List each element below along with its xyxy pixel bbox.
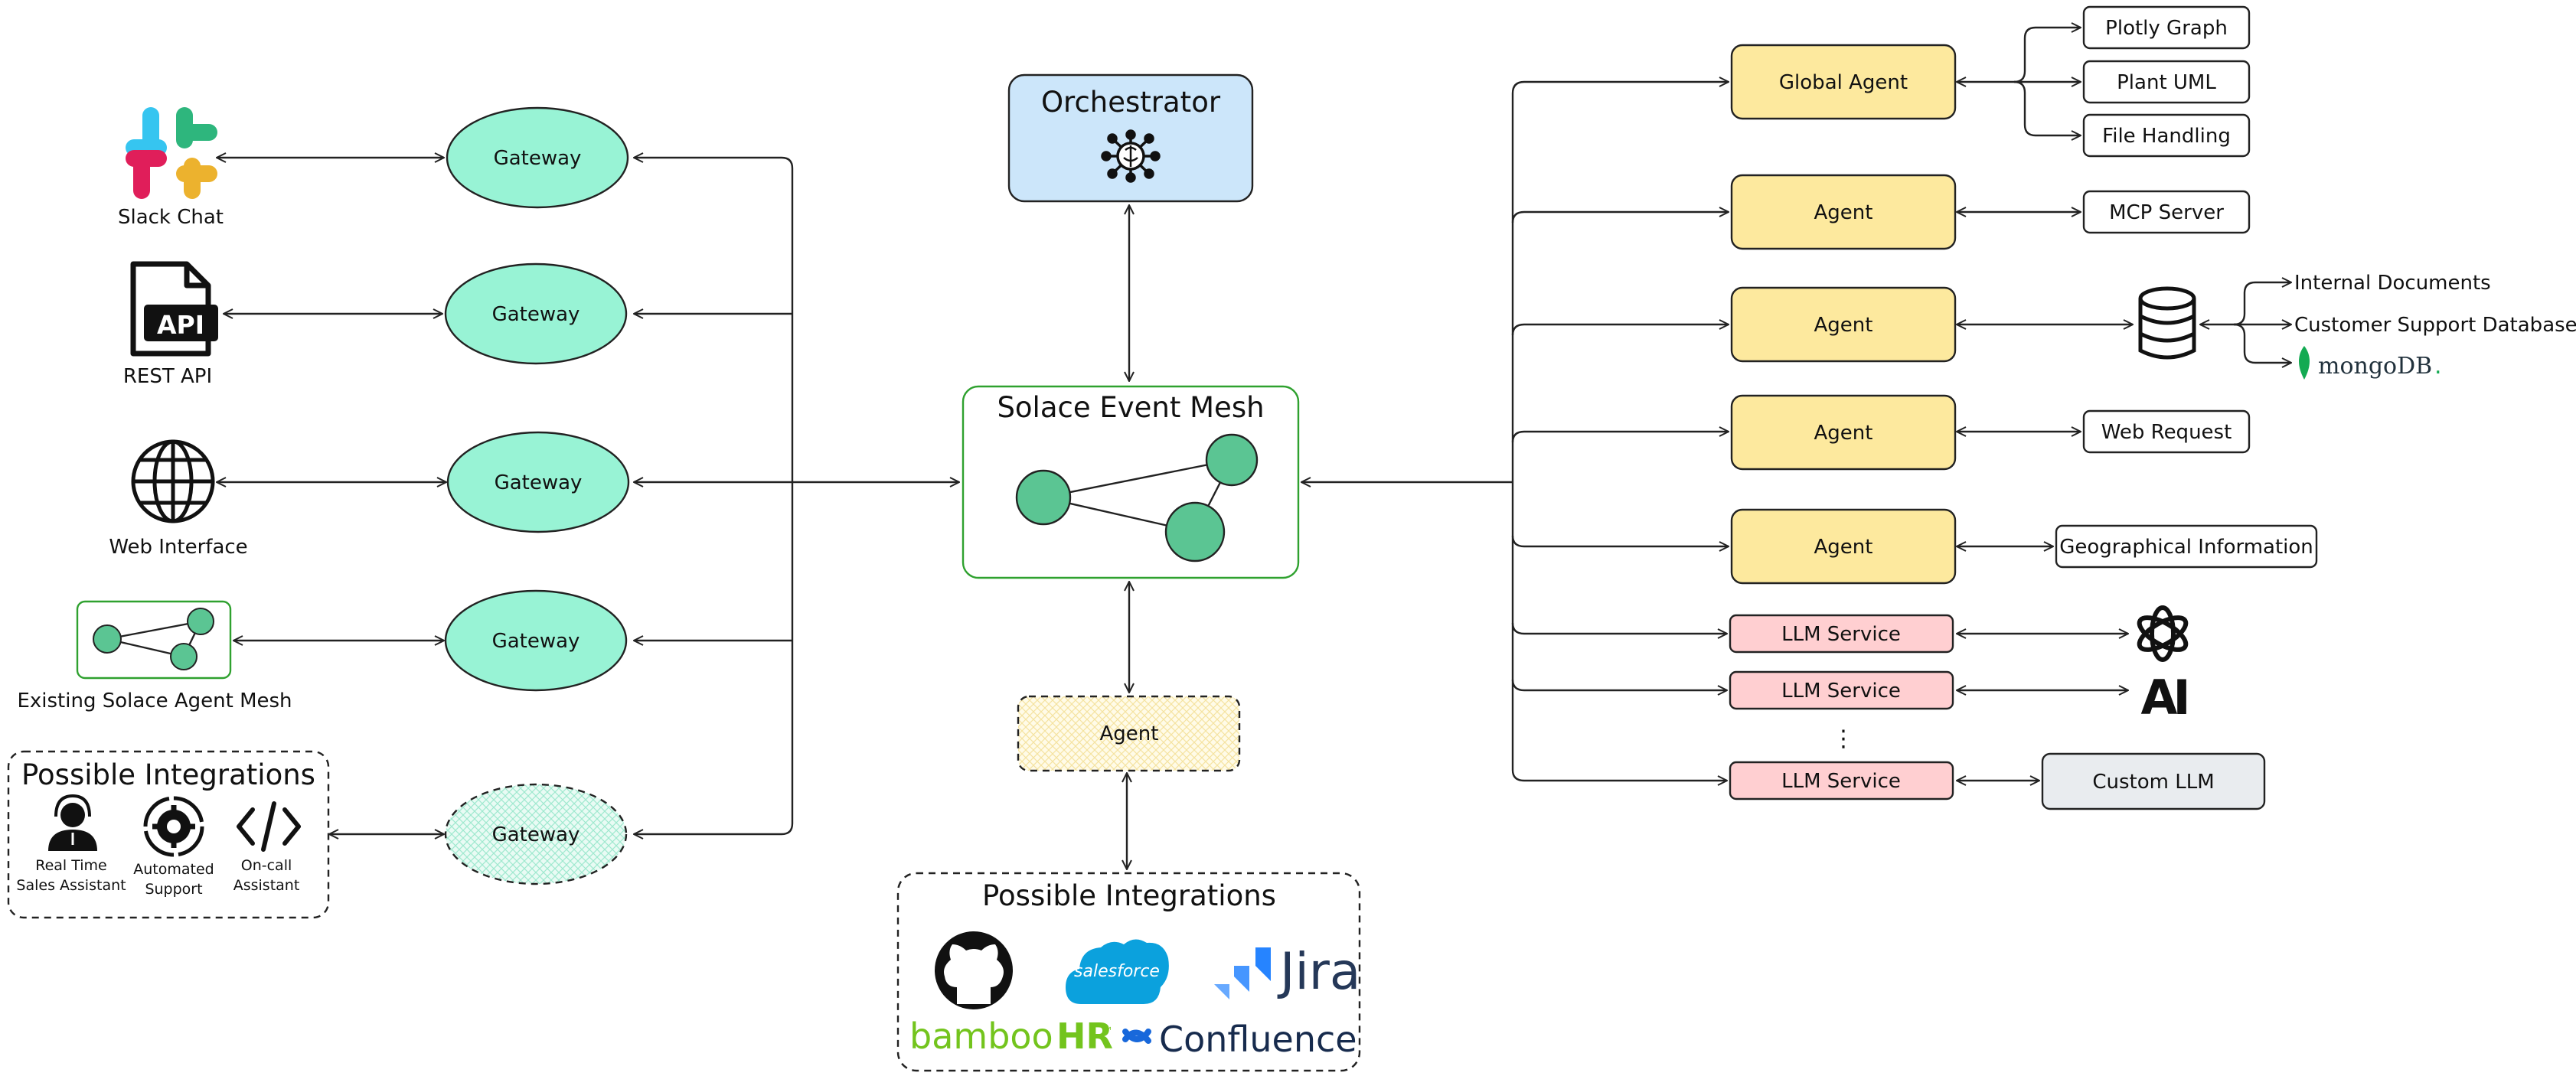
center-agent[interactable]: Agent <box>1017 695 1241 772</box>
global-agent-label: Global Agent <box>1779 71 1908 94</box>
sales-assistant-icon <box>48 794 97 851</box>
llm-service-label: LLM Service <box>1781 770 1901 793</box>
globe-icon <box>131 439 215 523</box>
tool-web-request[interactable]: Web Request <box>2082 409 2251 454</box>
llm-service-label: LLM Service <box>1781 680 1901 703</box>
existing-mesh-source[interactable]: Existing Solace Agent Mesh <box>17 600 292 712</box>
mesh-graph-icon <box>1015 433 1259 562</box>
automated-support-line2: Support <box>145 881 202 898</box>
llm-service-custom[interactable]: LLM Service <box>1729 761 1954 800</box>
db-customer-support[interactable]: Customer Support Database <box>2294 314 2576 337</box>
left-integrations-title: Possible Integrations <box>21 758 315 791</box>
tool-files[interactable]: File Handling <box>2082 113 2251 158</box>
bamboo-hr-text: HR <box>1056 1016 1113 1057</box>
tool-mcp-label: MCP Server <box>2109 201 2224 224</box>
gateway-rest[interactable]: Gateway <box>444 262 628 365</box>
web-interface-source[interactable]: Web Interface <box>109 439 248 559</box>
llm-service-anthropic[interactable]: LLM Service <box>1729 670 1954 710</box>
bamboo-tm-text: ™ <box>1102 1025 1113 1038</box>
agent-database[interactable]: Agent <box>1730 286 1957 363</box>
api-file-icon: API <box>130 261 218 357</box>
llm-service-openai[interactable]: LLM Service <box>1729 614 1954 654</box>
agent-label: Agent <box>1814 536 1873 559</box>
center-agent-label: Agent <box>1100 722 1159 745</box>
bamboohr-logo: bamboo HR ™ <box>909 1016 1113 1057</box>
sales-assistant-line2: Sales Assistant <box>16 877 126 894</box>
llm-more-ellipsis: ⋮ <box>1832 725 1855 752</box>
slack-label: Slack Chat <box>118 206 224 229</box>
orchestrator[interactable]: Orchestrator <box>1007 73 1254 203</box>
agent-label: Agent <box>1814 201 1873 224</box>
agent-mcp[interactable]: Agent <box>1730 174 1957 250</box>
mongodb-leaf-icon <box>2299 346 2310 380</box>
gateway-label: Gateway <box>492 303 580 326</box>
web-interface-label: Web Interface <box>109 536 247 559</box>
left-integrations-box: Possible Integrations Real Time Sales As… <box>7 750 330 919</box>
connectors <box>217 28 2291 869</box>
salesforce-text: salesforce <box>1074 962 1160 981</box>
solace-event-mesh[interactable]: Solace Event Mesh <box>962 385 1300 579</box>
slack-source[interactable]: Slack Chat <box>118 107 224 229</box>
custom-llm-label: Custom LLM <box>2092 771 2214 794</box>
jira-logo: Jira <box>1214 942 1360 1001</box>
bottom-integrations-box: Possible Integrations salesforce Jira ba… <box>896 872 1360 1072</box>
jira-text: Jira <box>1277 942 1360 1001</box>
code-icon <box>237 801 301 852</box>
automated-support-icon <box>143 796 204 857</box>
rest-api-source[interactable]: API REST API <box>123 261 218 388</box>
rest-api-label: REST API <box>123 365 212 388</box>
orchestrator-title: Orchestrator <box>1041 86 1221 119</box>
agent-label: Agent <box>1814 422 1873 445</box>
github-icon <box>935 931 1013 1009</box>
confluence-logo: Confluence <box>1122 1019 1357 1060</box>
gateway-label: Gateway <box>492 823 580 846</box>
tool-geo-label: Geographical Information <box>2059 536 2313 559</box>
agent-web-request[interactable]: Agent <box>1730 394 1957 471</box>
tool-geo[interactable]: Geographical Information <box>2055 524 2318 569</box>
gateway-label: Gateway <box>494 147 582 170</box>
automated-support-line1: Automated <box>133 861 214 878</box>
slack-icon <box>126 107 217 199</box>
tool-plantuml[interactable]: Plant UML <box>2082 60 2251 104</box>
tool-mcp[interactable]: MCP Server <box>2082 190 2251 234</box>
mongodb-text: mongoDB <box>2318 353 2432 380</box>
oncall-assistant-line1: On-call <box>241 857 292 874</box>
bottom-integrations-title: Possible Integrations <box>982 879 1276 912</box>
llm-service-label: LLM Service <box>1781 623 1901 646</box>
existing-mesh-label: Existing Solace Agent Mesh <box>17 690 292 712</box>
tool-plotly[interactable]: Plotly Graph <box>2082 5 2251 50</box>
agent-geo[interactable]: Agent <box>1730 508 1957 585</box>
tool-files-label: File Handling <box>2102 125 2231 148</box>
global-agent[interactable]: Global Agent <box>1730 44 1957 120</box>
openai-icon <box>2137 605 2189 662</box>
tool-plantuml-label: Plant UML <box>2117 71 2216 94</box>
confluence-text: Confluence <box>1159 1019 1357 1060</box>
gateway-possible[interactable]: Gateway <box>444 783 628 885</box>
bamboo-text: bamboo <box>909 1016 1053 1057</box>
agent-label: Agent <box>1814 314 1873 337</box>
mongodb-dot: . <box>2434 353 2442 380</box>
tool-web-request-label: Web Request <box>2101 421 2232 444</box>
brain-network-icon <box>1101 129 1161 183</box>
oncall-assistant-line2: Assistant <box>233 877 300 894</box>
salesforce-logo: salesforce <box>1066 939 1169 1004</box>
gateway-label: Gateway <box>495 471 583 494</box>
database-icon[interactable] <box>2138 286 2196 360</box>
event-mesh-title: Solace Event Mesh <box>997 391 1264 424</box>
custom-llm[interactable]: Custom LLM <box>2041 752 2266 810</box>
db-internal-docs[interactable]: Internal Documents <box>2294 272 2491 295</box>
sales-assistant-line1: Real Time <box>35 857 107 874</box>
gateway-label: Gateway <box>492 630 580 653</box>
api-icon-text: API <box>157 310 204 340</box>
anthropic-icon: AI <box>2140 670 2186 725</box>
gateway-web[interactable]: Gateway <box>446 431 630 533</box>
mongodb-logo[interactable]: mongoDB . <box>2299 346 2442 380</box>
tool-plotly-label: Plotly Graph <box>2105 17 2228 40</box>
mesh-graph-icon <box>93 608 214 670</box>
gateway-slack[interactable]: Gateway <box>446 106 629 209</box>
gateway-mesh[interactable]: Gateway <box>444 589 628 692</box>
